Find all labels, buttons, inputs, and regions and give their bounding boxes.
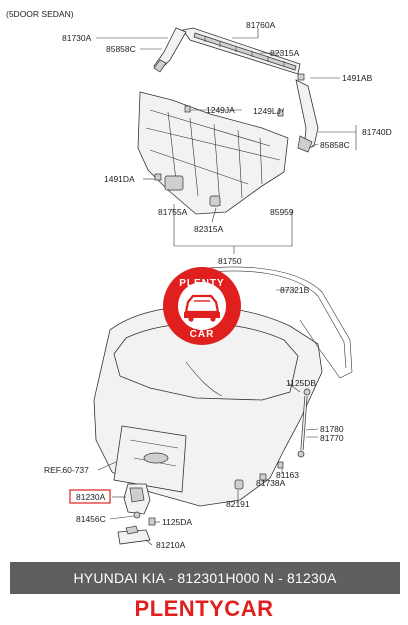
label-1491AB: 1491AB [342,73,373,83]
leader-lines [96,28,357,546]
target-part-highlight [69,489,111,504]
parts-diagram: (5DOOR SEDAN) [6,9,392,550]
label-82191: 82191 [226,499,250,509]
garnish-strip [182,27,301,75]
label-81210A: 81210A [156,540,186,550]
label-81740D: 81740D [362,127,392,137]
watermark-bottom-text: CAR [190,329,215,340]
plentycar-watermark: PLENTY CAR [163,267,241,345]
label-ref-60-737: REF.60-737 [44,465,89,475]
label-82315A-mid: 82315A [194,224,224,234]
weatherstrip [189,266,353,379]
striker [117,525,151,545]
label-81730A: 81730A [62,33,92,43]
label-87321B: 87321B [280,285,310,295]
latch-assembly [123,483,151,519]
car-icon [184,294,220,322]
brand-footer: PLENTYCAR [0,595,408,623]
brand-footer-text: PLENTYCAR [134,596,274,621]
bolt-parts [148,73,305,526]
label-81456C: 81456C [76,514,106,524]
label-81755A: 81755A [158,207,188,217]
label-82315A-top: 82315A [270,48,300,58]
label-85858C-top: 85858C [106,44,136,54]
label-81230A: 81230A [76,492,106,502]
label-1491DA: 1491DA [104,174,135,184]
part-number-text: HYUNDAI KIA - 812301H000 N - 81230A [73,570,337,586]
gas-lifter [297,388,311,458]
variant-note: (5DOOR SEDAN) [6,9,74,19]
label-1249JA: 1249JA [206,105,235,115]
label-81760A: 81760A [246,20,276,30]
tailgate-shell [93,305,323,507]
right-trim-piece [295,79,319,153]
label-85858C-right: 85858C [320,140,350,150]
label-1125DA: 1125DA [162,517,192,527]
label-81750: 81750 [218,256,242,266]
label-81738A: 81738A [256,478,286,488]
label-81163: 81163 [276,470,299,480]
label-1125DB: 1125DB [286,378,316,388]
part-labels: 81730A 85858C 81760A 82315A 1491AB 1249J… [44,20,392,550]
watermark-top-text: PLENTY [179,278,224,289]
label-1249LJ: 1249LJ [253,106,281,116]
part-number-bar: HYUNDAI KIA - 812301H000 N - 81230A [10,562,400,594]
left-trim-piece [153,27,187,73]
label-85959: 85959 [270,207,294,217]
label-81770: 81770 [320,433,344,443]
inner-trim-panel [137,91,289,215]
label-81780: 81780 [320,424,344,434]
